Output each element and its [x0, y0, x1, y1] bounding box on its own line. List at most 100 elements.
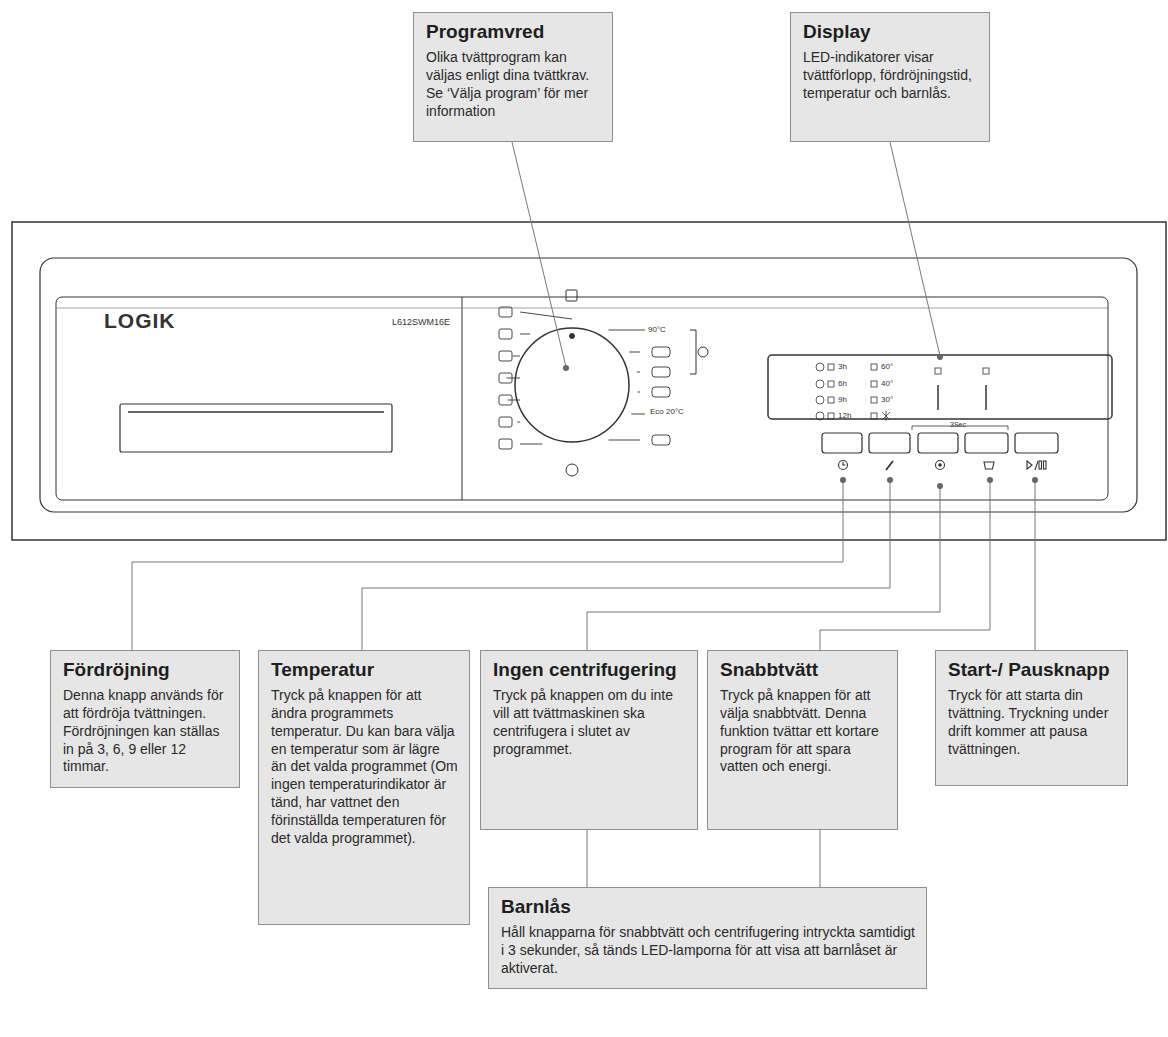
panel-marking: 90°C — [648, 326, 666, 334]
program-dial — [499, 439, 512, 449]
program-dial — [629, 352, 640, 353]
brand-logo: LOGIK — [104, 310, 176, 331]
detergent-drawer — [120, 404, 392, 452]
led-display — [768, 355, 1112, 430]
connector-line — [820, 830, 821, 887]
machine-housing — [12, 222, 1166, 540]
program-dial — [631, 414, 645, 415]
leader-dot — [887, 477, 893, 483]
button-icons — [839, 461, 848, 470]
panel-buttons — [822, 433, 1058, 453]
callout-heading: Start-/ Pausknapp — [948, 659, 1116, 682]
leader-line — [362, 480, 890, 650]
panel-buttons — [869, 433, 910, 453]
callout-heading: Snabbtvätt — [720, 659, 886, 682]
callout-body: Håll knapparna för snabbtvätt och centri… — [501, 924, 915, 978]
program-dial — [499, 373, 512, 383]
program-dial — [499, 417, 512, 427]
callout-box: BarnlåsHåll knapparna för snabbtvätt och… — [488, 887, 927, 989]
leader-line — [890, 142, 940, 356]
panel-buttons — [965, 433, 1008, 453]
led-display — [828, 364, 834, 370]
callout-body: Tryck på knappen om du inte vill att tvä… — [493, 687, 686, 759]
led-display — [816, 396, 824, 404]
led-display — [828, 413, 834, 419]
button-icons — [936, 461, 945, 470]
panel-marking: 9h — [838, 396, 847, 404]
program-dial — [499, 329, 512, 339]
panel-marking: 3Sec — [950, 421, 966, 428]
callout-heading: Ingen centrifugering — [493, 659, 686, 682]
callout-heading: Barnlås — [501, 896, 915, 919]
program-dial — [520, 334, 530, 335]
led-display — [816, 380, 824, 388]
leader-line — [132, 142, 1035, 650]
program-dial — [520, 312, 572, 319]
machine-housing — [56, 308, 1108, 309]
connector-line — [587, 830, 588, 887]
leader-dot — [937, 483, 943, 489]
program-dial — [637, 372, 640, 373]
panel-marking: 12h — [838, 412, 851, 420]
program-dial — [609, 440, 641, 441]
led-display — [828, 381, 834, 387]
callout-body: Tryck för att starta din tvättning. Tryc… — [948, 687, 1116, 759]
panel-buttons — [1015, 433, 1058, 453]
program-dial — [652, 347, 670, 357]
callout-heading: Fördröjning — [63, 659, 228, 682]
program-dial — [517, 422, 520, 423]
button-icons — [886, 461, 893, 470]
led-display — [871, 381, 877, 387]
leader-dot — [937, 354, 943, 360]
button-icons — [1044, 461, 1047, 469]
button-icons — [843, 462, 846, 465]
button-icons — [1027, 461, 1032, 469]
button-icons — [1039, 461, 1042, 469]
leader-dot — [1032, 477, 1038, 483]
led-display — [882, 411, 890, 421]
leader-line — [1035, 480, 1036, 650]
led-display — [871, 413, 877, 419]
callout-box: TemperaturTryck på knappen för att ändra… — [258, 650, 470, 925]
button-icons — [1035, 461, 1038, 470]
program-dial — [499, 307, 670, 449]
program-dial — [499, 395, 512, 405]
callout-body: Olika tvättprogram kan väljas enligt din… — [426, 49, 601, 121]
panel-buttons — [918, 433, 958, 453]
program-dial — [570, 334, 575, 339]
panel-marking: 30° — [881, 396, 893, 404]
detergent-drawer — [128, 411, 384, 413]
button-icons — [984, 462, 994, 469]
program-dial — [566, 464, 578, 476]
callout-box: DisplayLED-indikatorer visar tvättförlop… — [790, 12, 990, 142]
program-dial — [652, 435, 670, 445]
led-display — [985, 385, 987, 410]
callout-box: FördröjningDenna knapp används för att f… — [50, 650, 240, 788]
leader-line — [512, 142, 566, 367]
program-dial — [499, 307, 512, 317]
leader-dot — [563, 354, 1038, 489]
callout-body: Denna knapp används för att fördröja tvä… — [63, 687, 228, 777]
program-dial — [515, 328, 629, 442]
led-display — [828, 397, 834, 403]
led-display — [935, 368, 941, 374]
led-display — [768, 355, 1112, 419]
leader-dot — [840, 477, 846, 483]
leader-dot — [563, 365, 569, 371]
callout-heading: Display — [803, 21, 978, 44]
machine-housing — [462, 297, 463, 500]
panel-buttons — [822, 433, 862, 453]
button-icons — [939, 464, 941, 466]
panel-marking: 3h — [838, 363, 847, 371]
panel-marking: 60° — [881, 363, 893, 371]
panel-marking: Eco 20°C — [650, 408, 684, 416]
program-dial — [513, 356, 520, 357]
callout-heading: Programvred — [426, 21, 601, 44]
callout-body: Tryck på knappen för att ändra programme… — [271, 687, 458, 848]
program-dial — [698, 347, 708, 357]
leader-dot — [987, 477, 993, 483]
led-display — [871, 397, 877, 403]
program-dial — [690, 330, 696, 374]
